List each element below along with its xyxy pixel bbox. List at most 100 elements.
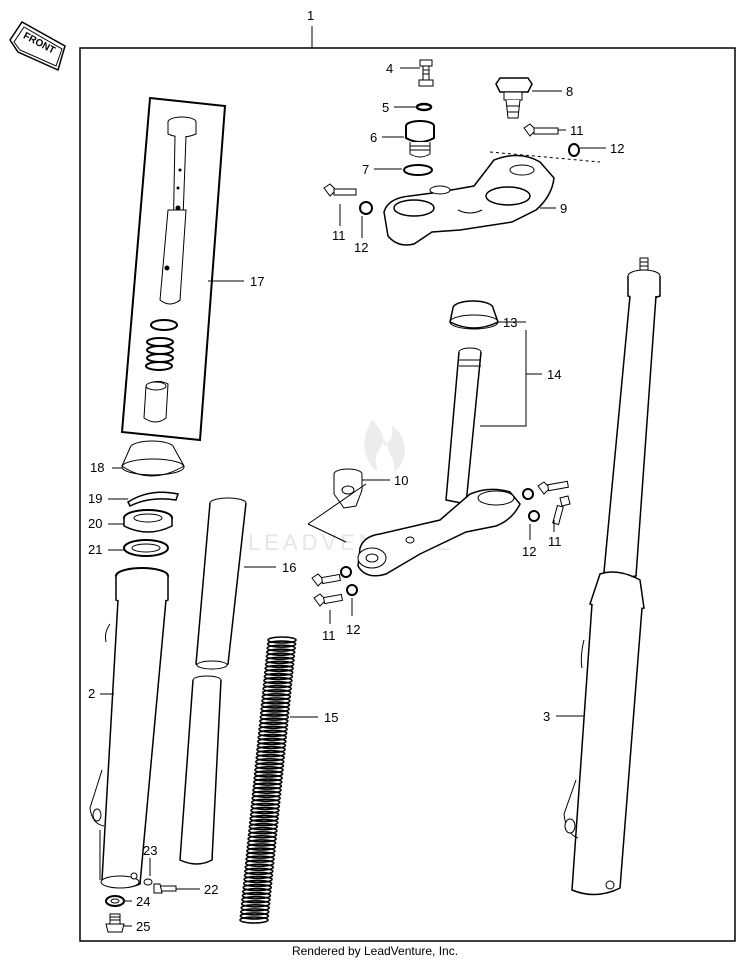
spring-coil (261, 688, 292, 697)
spring-coil (243, 871, 274, 880)
spring-coil (263, 668, 294, 677)
spring-coil (246, 843, 277, 851)
callout-15: 15 (324, 710, 338, 725)
spring-coil (265, 656, 295, 665)
fork-spring-15 (239, 636, 297, 924)
callout-11-c: 11 (548, 534, 562, 549)
callout-11-b: 11 (332, 228, 346, 243)
spring-coil (242, 883, 273, 892)
callout-23: 23 (143, 843, 157, 858)
callout-3: 3 (543, 709, 550, 724)
inner-tube-16 (179, 497, 247, 865)
spring-coil (259, 713, 290, 721)
spring-coil (244, 863, 275, 872)
callout-6: 6 (370, 130, 377, 145)
retaining-clip-19 (127, 491, 179, 508)
cable-guide-10 (333, 468, 363, 509)
washer-12-lower-right (522, 488, 540, 522)
spring-coil (241, 895, 271, 904)
spring-coil (258, 725, 288, 734)
spring-coil (250, 802, 281, 811)
spring-coil (261, 697, 291, 705)
spring-coil (253, 774, 284, 782)
spring-coil (253, 770, 284, 778)
washer-21 (123, 539, 169, 557)
bolt-11-upper-left (323, 183, 357, 197)
spring-coil (263, 672, 294, 681)
bolt-11-lower-right-b (552, 495, 571, 526)
callout-22: 22 (204, 882, 218, 897)
spring-coil (246, 839, 277, 847)
stem-nut-6 (405, 120, 435, 158)
callout-11-a: 11 (570, 123, 584, 138)
callout-16: 16 (282, 560, 296, 575)
washer-12-lower-left (340, 566, 358, 596)
spring-coil (248, 822, 279, 831)
callout-17: 17 (250, 274, 264, 289)
diagram-frame (79, 47, 736, 942)
callout-10: 10 (394, 473, 408, 488)
callout-1: 1 (307, 8, 314, 23)
callout-20: 20 (88, 516, 102, 531)
spring-coil (256, 741, 287, 750)
dust-seal-18 (121, 440, 185, 477)
footer-credit: Rendered by LeadVenture, Inc. (291, 944, 459, 958)
spring-coil (262, 680, 293, 689)
spring-coil (244, 867, 274, 876)
spring-coil (259, 709, 290, 717)
spring-coil (252, 778, 283, 786)
cap-bolt-4 (418, 59, 434, 87)
callout-4: 4 (386, 61, 393, 76)
spring-coil (249, 810, 280, 819)
callout-12-b: 12 (354, 240, 368, 255)
spring-coil (257, 729, 288, 738)
spring-coil (255, 753, 286, 762)
spring-coil (239, 912, 270, 920)
o-ring-5 (415, 102, 433, 112)
spring-coil (264, 664, 294, 673)
spring-coil (264, 660, 295, 669)
callout-9: 9 (560, 201, 567, 216)
spring-coil (260, 701, 291, 709)
spring-coil (265, 652, 296, 661)
spring-coil (251, 794, 281, 803)
bolt-11-lower-left (311, 573, 343, 607)
spring-coil (255, 749, 286, 758)
spring-coil (263, 676, 293, 685)
callout-18: 18 (90, 460, 104, 475)
callout-13: 13 (503, 315, 517, 330)
spring-coil (248, 818, 279, 827)
spring-coil (267, 636, 297, 644)
spring-coil (266, 640, 297, 648)
spring-coil (242, 887, 272, 896)
bolt-22 (153, 883, 177, 894)
spring-coil (251, 790, 282, 799)
fork-leg-right-3 (563, 257, 661, 896)
bolt-8 (495, 77, 533, 119)
spring-coil (244, 859, 275, 867)
oil-seal-20 (123, 509, 173, 533)
outer-tube-left-2 (89, 567, 169, 889)
spring-coil (240, 908, 270, 916)
steering-stem-14 (357, 347, 521, 577)
spring-coil (257, 733, 288, 742)
spring-coil (248, 826, 278, 835)
spring-coil (261, 693, 292, 701)
spring-coil (258, 721, 289, 730)
spring-coil (247, 835, 277, 843)
callout-19: 19 (88, 491, 102, 506)
spring-coil (255, 757, 285, 766)
gasket-24 (105, 895, 125, 907)
callout-12-d: 12 (346, 622, 360, 637)
bolt-11-upper-right (523, 123, 559, 137)
spring-coil (262, 684, 292, 693)
spring-coil (252, 782, 283, 790)
spring-coil (249, 814, 279, 823)
callout-14: 14 (547, 367, 561, 382)
spring-coil (257, 737, 287, 746)
spring-coil (242, 879, 273, 888)
drain-bolt-25 (105, 913, 125, 933)
washer-12-upper-right (568, 143, 580, 157)
callout-24: 24 (136, 894, 150, 909)
